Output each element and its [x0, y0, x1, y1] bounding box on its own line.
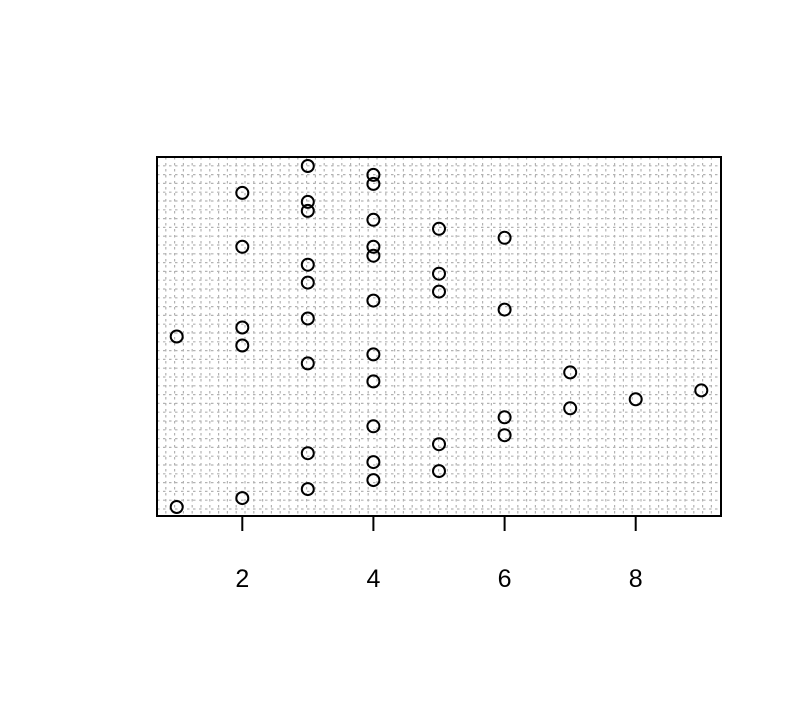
data-point	[497, 410, 512, 425]
data-point	[432, 284, 446, 299]
data-point	[366, 455, 381, 470]
data-point	[169, 329, 184, 344]
data-point	[432, 221, 446, 236]
data-point	[235, 239, 250, 254]
data-point	[235, 185, 250, 200]
data-point	[300, 311, 315, 326]
data-point	[563, 365, 578, 380]
data-point	[694, 383, 709, 398]
plot-frame	[156, 156, 722, 517]
x-tick-label: 8	[629, 565, 643, 593]
data-point	[366, 212, 381, 227]
x-tick-label: 2	[235, 565, 249, 593]
data-point	[366, 347, 381, 362]
data-point	[300, 356, 315, 371]
data-point	[563, 401, 578, 416]
x-tick-label: 4	[366, 565, 380, 593]
data-point	[300, 159, 315, 173]
data-point	[366, 293, 381, 308]
data-point	[497, 230, 512, 245]
data-point	[300, 275, 315, 290]
data-point	[366, 374, 381, 389]
data-point	[235, 338, 250, 353]
data-point	[366, 176, 381, 191]
data-point	[366, 419, 381, 434]
data-point	[432, 464, 446, 479]
data-point	[300, 194, 315, 209]
data-point	[235, 320, 250, 335]
x-axis: 2 4 6 8	[235, 516, 643, 593]
data-point	[300, 203, 315, 218]
data-points	[169, 159, 709, 514]
data-point	[366, 239, 381, 254]
data-point	[300, 446, 315, 461]
data-point	[235, 491, 250, 506]
data-point	[169, 500, 184, 514]
data-point	[366, 167, 381, 182]
data-point	[497, 428, 512, 443]
data-point	[432, 437, 446, 452]
data-point	[497, 302, 512, 317]
x-tick-label: 6	[498, 565, 512, 593]
plot-background	[157, 157, 721, 516]
data-point	[628, 392, 643, 407]
data-point	[366, 248, 381, 263]
data-point	[300, 257, 315, 272]
data-point	[300, 482, 315, 497]
data-point	[432, 266, 446, 281]
data-point	[366, 473, 381, 488]
